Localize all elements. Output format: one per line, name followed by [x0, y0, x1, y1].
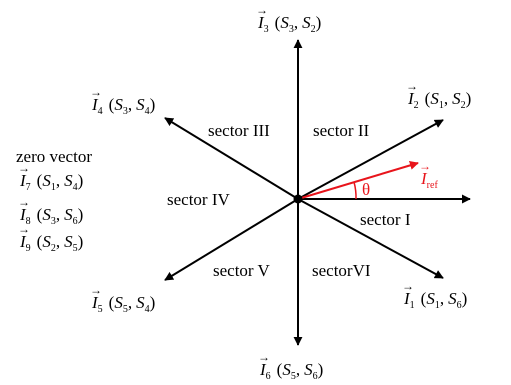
sector-label-iii: sector III: [208, 121, 270, 140]
arrow-accent-i1: →: [402, 279, 414, 293]
vector-line-i1: [297, 198, 444, 279]
sector-label-i: sector I: [360, 210, 411, 229]
vector-line-i2: [297, 119, 444, 200]
theta-arc: [353, 181, 357, 200]
zero-vector-title: zero vector: [16, 147, 92, 166]
vector-line-i5: [164, 198, 299, 281]
vector-line-i4: [164, 117, 299, 200]
sector-label-ii: sector II: [313, 121, 370, 140]
arrow-accent-i6: →: [258, 350, 270, 364]
label-i3: I3(S3,S2): [257, 13, 321, 35]
sector-label-vi: sectorVI: [312, 261, 371, 280]
arrow-accent-i9: →: [18, 222, 30, 236]
zero-vector-i8: I8(S3,S6): [19, 205, 83, 227]
sector-label-iv: sector IV: [167, 190, 231, 209]
label-i2: I2(S1,S2): [407, 89, 471, 111]
label-i6: I6(S5,S6): [259, 360, 323, 382]
zero-vector-i9: I9(S2,S5): [19, 232, 83, 254]
arrow-accent-i8: →: [18, 195, 30, 209]
label-i5: I5(S5,S4): [91, 293, 155, 315]
arrow-accent-i2: →: [406, 79, 418, 93]
arrow-accent-i5: →: [90, 283, 102, 297]
label-i1: I1(S1,S6): [403, 289, 467, 311]
label-i4: I4(S3,S4): [91, 95, 155, 117]
arrow-accent-i4: →: [90, 85, 102, 99]
arrow-accent-i7: →: [18, 161, 30, 175]
arrow-accent-i-ref: →: [419, 159, 431, 173]
reference-vector-line: [297, 161, 419, 200]
sector-label-v: sector V: [213, 261, 271, 280]
arrow-accent-i3: →: [256, 3, 268, 17]
origin-point: [293, 194, 303, 204]
theta-label: θ: [362, 180, 370, 199]
label-i-ref: Iref: [420, 169, 438, 191]
zero-vector-i7: I7(S1,S4): [19, 171, 83, 193]
